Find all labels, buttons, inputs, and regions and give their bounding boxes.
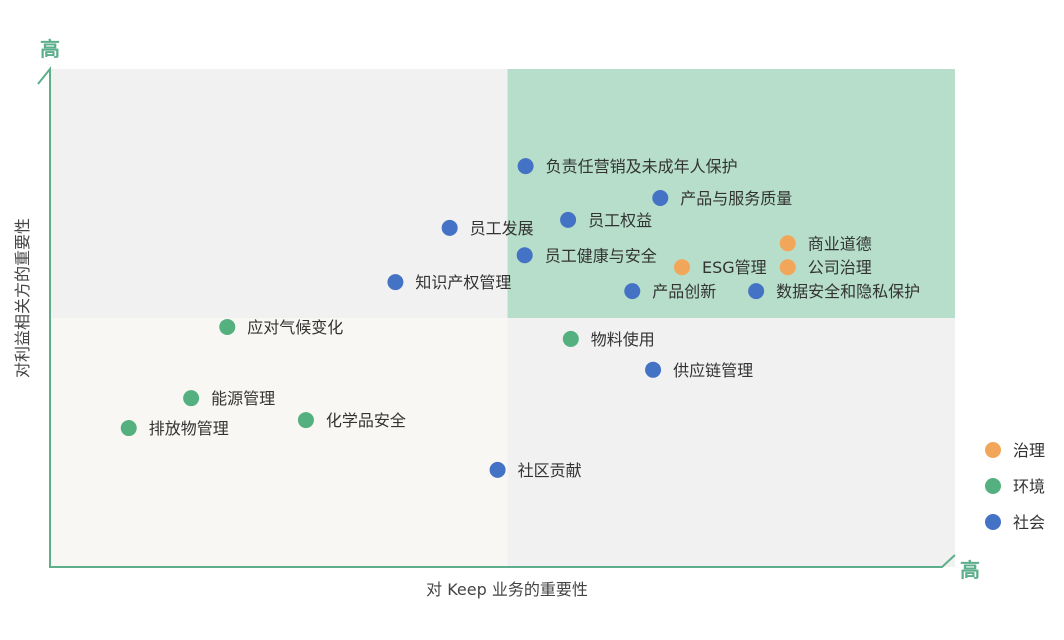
point-marker <box>748 283 765 300</box>
data-point: 化学品安全 <box>297 411 406 430</box>
point-marker <box>297 412 314 429</box>
data-point: 数据安全和隐私保护 <box>748 282 920 301</box>
point-label: 公司治理 <box>808 258 872 277</box>
point-marker <box>562 330 579 347</box>
x-axis-title: 对 Keep 业务的重要性 <box>426 580 588 599</box>
point-label: 社区贡献 <box>518 461 582 480</box>
point-marker <box>183 390 200 407</box>
point-label: 物料使用 <box>591 330 655 349</box>
quadrant-backgrounds <box>51 69 955 567</box>
point-marker <box>387 274 404 291</box>
data-point: 物料使用 <box>562 330 655 349</box>
point-marker <box>517 158 534 175</box>
point-label: 知识产权管理 <box>415 273 511 292</box>
quadrant-bottom-right <box>507 318 955 567</box>
axes: 高 高 对 Keep 业务的重要性 对利益相关方的重要性 <box>13 37 980 599</box>
legend-item: 治理 <box>985 441 1045 460</box>
data-point: 负责任营销及未成年人保护 <box>517 157 738 176</box>
point-label: 负责任营销及未成年人保护 <box>546 157 738 176</box>
data-point: 商业道德 <box>779 234 872 253</box>
quadrant-top-left <box>51 69 508 318</box>
legend-marker <box>985 478 1001 494</box>
quadrant-bottom-left <box>51 318 508 567</box>
point-marker <box>441 219 458 236</box>
point-marker <box>219 318 236 335</box>
point-label: ESG管理 <box>702 258 767 277</box>
data-point: 员工权益 <box>560 211 652 230</box>
data-point: 员工发展 <box>441 219 534 238</box>
data-point: 应对气候变化 <box>219 318 343 337</box>
point-label: 数据安全和隐私保护 <box>776 282 920 301</box>
data-point: 社区贡献 <box>489 461 582 480</box>
point-label: 能源管理 <box>211 389 275 408</box>
point-label: 产品与服务质量 <box>680 189 792 208</box>
point-marker <box>779 235 796 252</box>
point-marker <box>624 283 641 300</box>
data-point: 员工健康与安全 <box>516 246 657 265</box>
point-marker <box>652 189 669 206</box>
point-label: 排放物管理 <box>149 419 229 438</box>
data-point: 产品与服务质量 <box>652 189 792 208</box>
y-axis-high-label: 高 <box>40 37 60 61</box>
y-axis-title: 对利益相关方的重要性 <box>13 218 32 378</box>
point-label: 商业道德 <box>808 234 872 253</box>
legend-item: 社会 <box>985 513 1045 532</box>
legend-marker <box>985 442 1001 458</box>
data-point: 公司治理 <box>779 258 872 277</box>
legend-item: 环境 <box>985 477 1045 496</box>
legend-marker <box>985 514 1001 530</box>
legend-label: 社会 <box>1013 513 1045 532</box>
point-marker <box>779 259 796 276</box>
point-label: 供应链管理 <box>673 361 753 380</box>
point-marker <box>645 361 662 378</box>
point-label: 员工权益 <box>588 211 652 230</box>
x-axis-high-label: 高 <box>960 558 980 582</box>
data-point: 能源管理 <box>183 389 275 408</box>
legend-label: 治理 <box>1013 441 1045 460</box>
point-marker <box>120 420 137 437</box>
point-label: 员工发展 <box>470 219 534 238</box>
data-point: ESG管理 <box>673 258 767 277</box>
point-marker <box>673 259 690 276</box>
point-label: 应对气候变化 <box>247 318 343 337</box>
point-label: 化学品安全 <box>326 411 406 430</box>
legend-label: 环境 <box>1013 477 1045 496</box>
data-point: 产品创新 <box>624 282 716 301</box>
axis-line <box>37 66 956 568</box>
data-point: 知识产权管理 <box>387 273 511 292</box>
point-marker <box>489 461 506 478</box>
data-point: 排放物管理 <box>120 419 229 438</box>
data-point: 供应链管理 <box>645 361 753 380</box>
point-marker <box>560 211 577 228</box>
point-marker <box>516 247 533 264</box>
point-label: 员工健康与安全 <box>545 246 657 265</box>
point-label: 产品创新 <box>652 282 716 301</box>
quadrant-top-right <box>507 69 955 318</box>
